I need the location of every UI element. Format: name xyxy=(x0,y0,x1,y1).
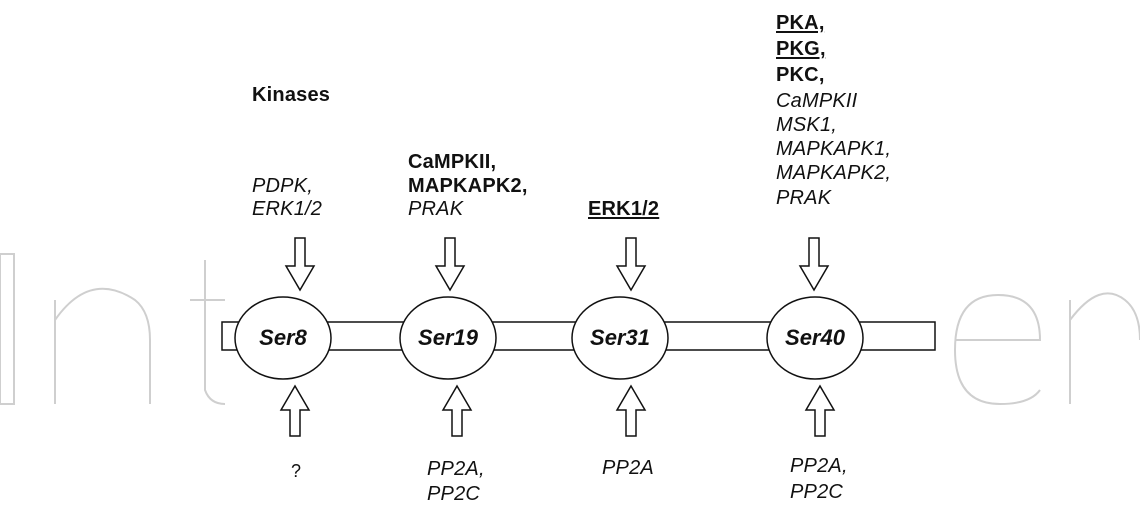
phosphatase-ser8: ? xyxy=(291,461,302,481)
kinase-ser40-pkg: PKG, xyxy=(776,38,826,60)
kinase-arrow-ser8 xyxy=(284,237,316,292)
phosphatase-ser31-pp2a: PP2A xyxy=(602,457,654,479)
kinase-ser19-campkii: CaMPKII, xyxy=(408,151,497,173)
kinase-ser8-pdpk: PDPK, xyxy=(252,175,314,197)
site-ser19 xyxy=(399,296,497,380)
kinase-ser40-mapkapk1: MAPKAPK1, xyxy=(776,138,892,160)
phosphatase-ser19-pp2c: PP2C xyxy=(427,483,481,505)
site-ser31 xyxy=(571,296,669,380)
kinase-ser40-pka: PKA, xyxy=(776,12,825,34)
kinase-ser40-mapkapk2: MAPKAPK2, xyxy=(776,162,892,184)
site-label-ser40: Ser40 xyxy=(785,325,845,350)
site-ser8 xyxy=(234,296,332,380)
site-label-ser19: Ser19 xyxy=(418,325,478,350)
phosphatase-ser40-pp2a: PP2A, xyxy=(790,455,848,477)
phosphatase-arrow-ser8 xyxy=(279,384,311,437)
kinase-arrow-ser19 xyxy=(434,237,466,292)
phosphatase-ser40-pp2c: PP2C xyxy=(790,481,844,503)
kinase-ser8-erk: ERK1/2 xyxy=(252,198,323,220)
phosphatase-arrow-ser40 xyxy=(804,384,836,437)
kinases-heading: Kinases xyxy=(252,84,331,106)
kinase-ser40-prak: PRAK xyxy=(776,187,832,209)
phosphatase-arrow-ser31 xyxy=(615,384,647,437)
kinase-ser40-msk1: MSK1, xyxy=(776,114,838,136)
kinase-ser19-prak: PRAK xyxy=(408,198,464,220)
kinase-ser31-erk: ERK1/2 xyxy=(588,198,660,220)
site-label-ser31: Ser31 xyxy=(590,325,650,350)
site-label-ser8: Ser8 xyxy=(259,325,307,350)
kinase-ser40-campkii: CaMPKII xyxy=(776,90,858,112)
phosphatase-ser19-pp2a: PP2A, xyxy=(427,458,485,480)
kinase-arrow-ser31 xyxy=(615,237,647,292)
kinase-arrow-ser40 xyxy=(798,237,830,292)
site-ser40 xyxy=(766,296,864,380)
kinase-ser19-mapkapk2: MAPKAPK2, xyxy=(408,175,528,197)
phosphatase-arrow-ser19 xyxy=(441,384,473,437)
kinase-ser40-pkc: PKC, xyxy=(776,64,825,86)
